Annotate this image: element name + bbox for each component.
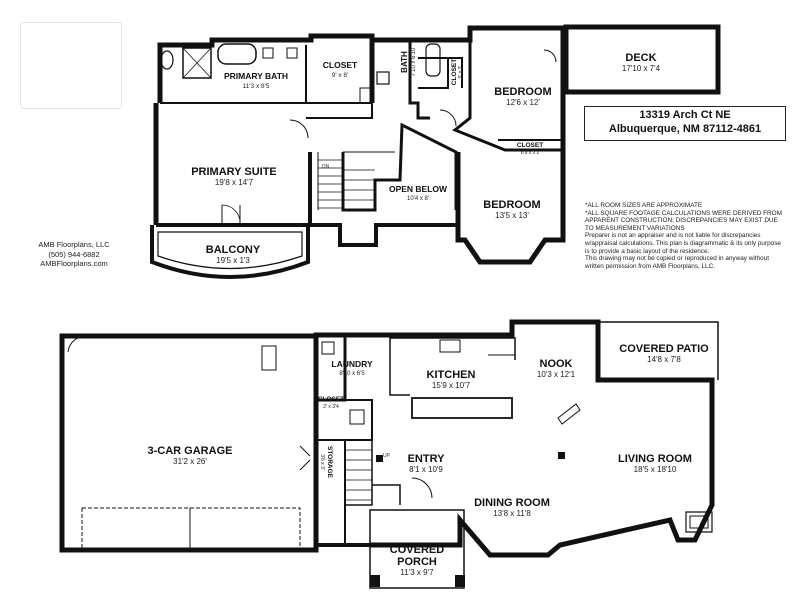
room-primary-suite-dims: 19'8 x 14'7 (215, 178, 254, 187)
room-nook-dims: 10'3 x 12'1 (537, 370, 576, 379)
room-bedroom-1-dims: 12'6 x 12' (506, 98, 540, 107)
room-closet-upper-label: CLOSET (323, 60, 358, 70)
disclaimer-line: *ALL ROOM SIZES ARE APPROXIMATE (585, 202, 703, 209)
room-bath-label: BATH (400, 51, 409, 73)
room-deck-label: DECK (625, 52, 656, 64)
disclaimer-line: This drawing may not be copied or reprod… (585, 255, 770, 270)
disclaimer: *ALL ROOM SIZES ARE APPROXIMATE *ALL SQU… (585, 202, 785, 270)
address-line-2: Albuquerque, NM 87112-4861 (608, 123, 762, 135)
room-open-below-label: OPEN BELOW (389, 184, 448, 194)
room-living-room-label: LIVING ROOM (618, 453, 692, 465)
room-open-below-dims: 10'4 x 8' (407, 196, 429, 202)
room-covered-patio-dims: 14'8 x 7'8 (647, 355, 681, 364)
room-closet-bed-dims: 6'9 x 2'1 (521, 150, 540, 156)
room-closet-upper-dims: 9' x 8' (332, 72, 349, 79)
room-bedroom-2-dims: 13'5 x 13' (495, 211, 529, 220)
address-box: 13319 Arch Ct NE Albuquerque, NM 87112-4… (584, 106, 786, 141)
company-phone: (505) 944-6882 (48, 249, 100, 259)
room-covered-porch-label-2: PORCH (397, 556, 437, 568)
room-primary-bath-dims: 11'3 x 8'5 (243, 83, 270, 90)
room-kitchen-dims: 15'9 x 10'7 (432, 381, 471, 390)
room-bedroom-2-label: BEDROOM (483, 199, 540, 211)
room-closet-label: CLOSET (318, 396, 344, 403)
stair-dn-label: DN (322, 164, 330, 170)
stair-up-label: UP (383, 453, 391, 459)
room-garage-dims: 31'2 x 26' (173, 457, 207, 466)
room-primary-bath-label: PRIMARY BATH (224, 71, 288, 81)
room-covered-porch-label-1: COVERED (390, 544, 444, 556)
room-closet-dims: 2' x 3'4 (323, 404, 339, 410)
room-living-room-dims: 18'5 x 18'10 (634, 465, 677, 474)
room-nook-label: NOOK (540, 358, 573, 370)
room-garage-label: 3-CAR GARAGE (148, 445, 233, 457)
room-entry-dims: 8'1 x 10'9 (409, 465, 443, 474)
deck-outline (563, 24, 721, 95)
company-name: AMB Floorplans, LLC (38, 240, 110, 249)
room-covered-porch-dims: 11'3 x 9'7 (400, 568, 434, 577)
company-info: AMB Floorplans, LLC (505) 944-6882 AMBFl… (14, 240, 134, 269)
room-dining-room-label: DINING ROOM (474, 497, 550, 509)
room-storage-dims: 3'6 x 3' (319, 454, 325, 470)
company-website: AMBFloorplans.com (40, 259, 108, 268)
room-balcony-dims: 19'5 x 1'3 (216, 256, 250, 265)
room-laundry-label: LAUNDRY (331, 359, 373, 369)
room-balcony-label: BALCONY (206, 244, 261, 256)
room-bedroom-1-label: BEDROOM (494, 86, 551, 98)
disclaimer-line: Preparer is not an appraiser and is not … (585, 232, 781, 255)
main-floor (59, 319, 719, 589)
room-storage-label: STORAGE (326, 446, 333, 479)
room-kitchen-label: KITCHEN (427, 369, 476, 381)
room-laundry-dims: 8'10 x 6'5 (339, 371, 365, 377)
upper-floor (150, 24, 721, 279)
room-bath-dims: 7'10 x 6'10 (411, 47, 417, 76)
logo-placeholder (20, 22, 122, 109)
room-primary-suite-label: PRIMARY SUITE (191, 166, 277, 178)
room-entry-label: ENTRY (408, 453, 446, 465)
room-dining-room-dims: 13'8 x 11'8 (493, 509, 531, 518)
room-deck-dims: 17'10 x 7'4 (622, 64, 661, 73)
address-line-1: 13319 Arch Ct NE (639, 109, 731, 121)
disclaimer-line: *ALL SQUARE FOOTAGE CALCULATIONS WERE DE… (585, 209, 782, 232)
room-covered-patio-label: COVERED PATIO (619, 343, 709, 355)
room-closet-small-label: CLOSET (451, 59, 458, 85)
room-closet-bed-label: CLOSET (517, 142, 543, 149)
room-closet-small-dims: 5' x 3' (458, 66, 464, 79)
